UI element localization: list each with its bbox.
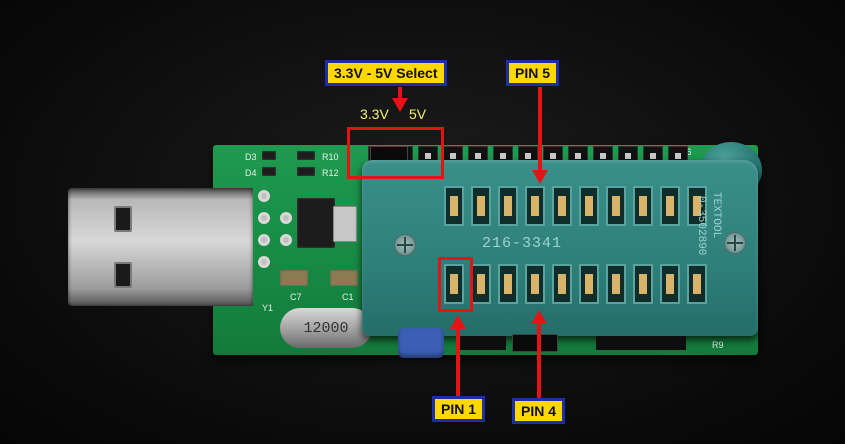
zif-contact [525, 264, 545, 304]
resistor-r10 [297, 151, 315, 160]
regulator-tab [333, 206, 357, 242]
crystal-label: 12000 [303, 319, 349, 337]
via [280, 212, 292, 224]
zif-contact [660, 186, 680, 226]
voltage-regulator [297, 198, 335, 248]
zif-top-row [444, 186, 707, 226]
via [258, 256, 270, 268]
crystal-oscillator: 12000 [280, 308, 372, 348]
zif-contact [552, 264, 572, 304]
pin1-highlight [438, 257, 473, 312]
via [280, 234, 292, 246]
zif-contact [525, 186, 545, 226]
zif-bottom-row [444, 264, 707, 304]
voltage-arrow-head [392, 98, 408, 112]
usb-plug [68, 188, 253, 306]
zif-contact [687, 186, 707, 226]
pin4-callout: PIN 4 [512, 398, 566, 424]
bottom-header [460, 336, 506, 350]
pin5-callout: PIN 5 [506, 60, 560, 86]
resistor-r12 [297, 167, 315, 176]
pin5-arrow-head [532, 170, 548, 184]
voltage-arrow-line [398, 87, 402, 99]
pin1-arrow-head [450, 315, 466, 329]
silk-r9: R9 [712, 340, 724, 350]
zif-contact [444, 264, 464, 304]
zif-contact [579, 264, 599, 304]
silk-y1: Y1 [262, 303, 274, 313]
zif-contact [498, 186, 518, 226]
zif-brand: TEXTOOL [710, 192, 722, 239]
capacitor-c7 [280, 270, 308, 286]
blue-trimmer [398, 328, 444, 358]
zif-contact [471, 186, 491, 226]
usb-slot [114, 262, 132, 288]
zif-contact [552, 186, 572, 226]
zif-contact [579, 186, 599, 226]
via [258, 212, 270, 224]
label-3v3: 3.3V [360, 106, 389, 122]
pin4-arrow-head [531, 310, 547, 324]
zif-contact [444, 186, 464, 226]
zif-contact [498, 264, 518, 304]
bottom-header [596, 336, 686, 350]
zif-socket: 216-3341 TEXTOOL 0-3502890 [362, 160, 758, 336]
zif-code: 0-3502890 [695, 196, 707, 256]
pin4-arrow-line [537, 323, 541, 398]
label-5v: 5V [409, 106, 427, 122]
led-d3 [262, 151, 276, 160]
screw-icon [394, 234, 416, 256]
capacitor-c1 [330, 270, 358, 286]
silk-r10: R10 [322, 152, 339, 162]
zif-contact [606, 186, 626, 226]
zif-contact [633, 264, 653, 304]
pin5-arrow-line [538, 87, 542, 171]
pin4-jumper[interactable] [512, 334, 558, 352]
via [258, 190, 270, 202]
zif-contact [687, 264, 707, 304]
zif-part-number: 216-3341 [482, 235, 563, 252]
silk-d4: D4 [245, 168, 257, 178]
usb-slot [114, 206, 132, 232]
pin1-arrow-line [456, 328, 460, 396]
voltage-select-callout: 3.3V - 5V Select [325, 60, 447, 86]
silk-c1: C1 [342, 292, 354, 302]
zif-contact [606, 264, 626, 304]
via [258, 234, 270, 246]
zif-contact [471, 264, 491, 304]
zif-contact [660, 264, 680, 304]
screw-icon [724, 232, 746, 254]
silk-c7: C7 [290, 292, 302, 302]
zif-contact [633, 186, 653, 226]
pin1-callout: PIN 1 [432, 396, 486, 422]
voltage-jumper-highlight [347, 127, 444, 179]
silk-r12: R12 [322, 168, 339, 178]
silk-d3: D3 [245, 152, 257, 162]
led-d4 [262, 167, 276, 176]
